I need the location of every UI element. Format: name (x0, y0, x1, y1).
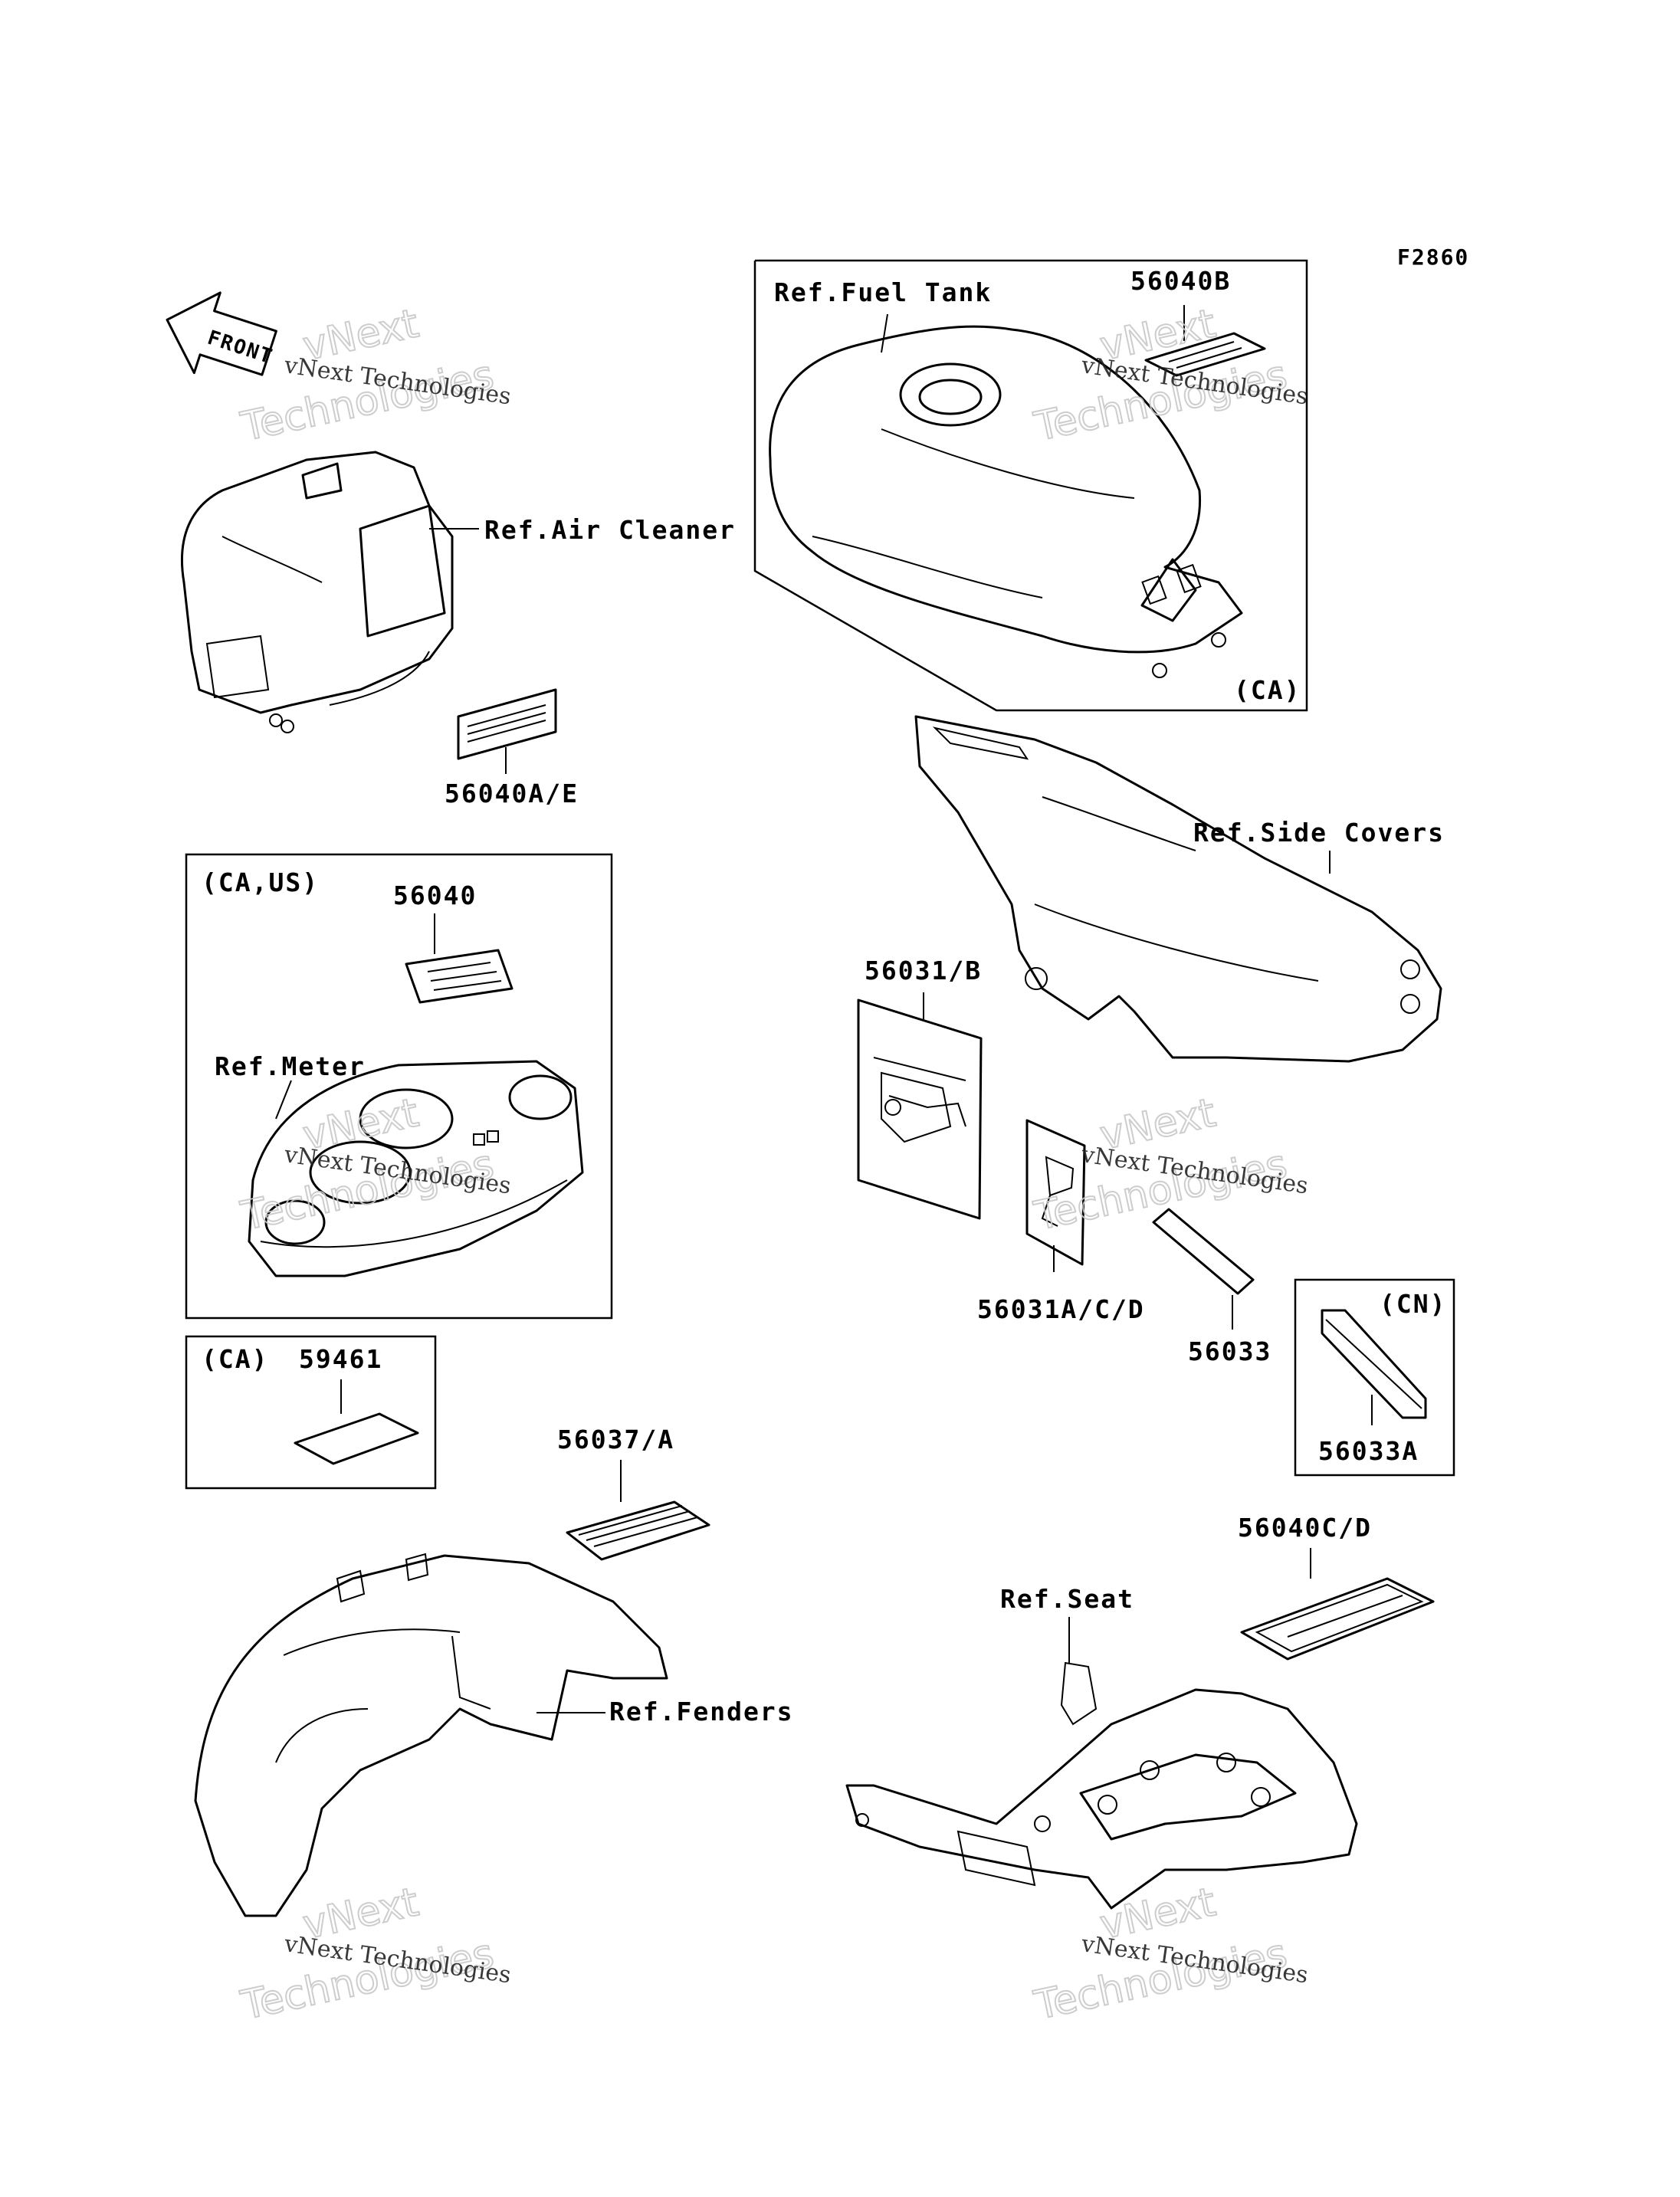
part-56033a-label: 56033A (1318, 1436, 1419, 1466)
ref-air-cleaner-label: Ref.Air Cleaner (484, 515, 736, 545)
cn-label: (CN) (1380, 1289, 1446, 1319)
watermark-bottom-right: vNext Technologies vNext Technologies (1029, 1878, 1310, 2029)
ref-fenders-label: Ref.Fenders (609, 1697, 794, 1726)
decal-56040ae (457, 688, 557, 774)
part-56040ae-label: 56040A/E (445, 779, 579, 808)
part-56031acd-label: 56031A/C/D (977, 1294, 1145, 1324)
decal-56033 (1152, 1208, 1255, 1330)
part-56040-label: 56040 (393, 880, 477, 910)
fenders-drawing (194, 1553, 668, 1917)
front-arrow-icon: FRONT (166, 291, 277, 376)
fuel-tank-box: Ref.Fuel Tank 56040B (CA) (753, 259, 1308, 712)
figure-code: F2860 (1397, 244, 1469, 270)
decal-59461 (294, 1412, 419, 1465)
watermark-top-right: vNext Technologies vNext Technologies (1029, 300, 1310, 451)
decal-56031acd (1025, 1119, 1086, 1272)
decal-56040b (1144, 305, 1266, 377)
decal-56031b (857, 992, 983, 1220)
decal-56040 (405, 949, 514, 1004)
ca-us-meter-box: (CA,US) 56040 Ref.Meter (185, 853, 613, 1320)
ref-side-covers-label: Ref.Side Covers (1193, 818, 1445, 848)
decal-56040cd (1240, 1577, 1435, 1661)
part-56040cd-label: 56040C/D (1238, 1513, 1372, 1543)
ca-fuel-tank-label: (CA) (1234, 675, 1301, 705)
decal-56033a (1321, 1309, 1427, 1425)
watermark-bottom-left: vNext Technologies vNext Technologies (236, 1878, 513, 2029)
watermark-top-left: vNext Technologies vNext Technologies (236, 300, 513, 451)
ca-label: (CA) (202, 1344, 268, 1374)
ref-seat-label: Ref.Seat (1000, 1584, 1134, 1614)
decal-56037a (566, 1500, 710, 1561)
part-56037a-label: 56037/A (557, 1425, 674, 1454)
ca-59461-box: (CA) 59461 (185, 1335, 437, 1490)
ca-us-label: (CA,US) (202, 867, 319, 897)
fuel-tank-drawing (769, 313, 1243, 678)
part-59461-label: 59461 (299, 1344, 382, 1374)
ref-meter-label: Ref.Meter (215, 1051, 366, 1081)
side-covers-drawing (914, 715, 1442, 1063)
air-cleaner-drawing (180, 451, 479, 733)
part-56031b-label: 56031/B (865, 956, 982, 985)
part-56040b-label: 56040B (1130, 266, 1231, 296)
part-56033-label: 56033 (1188, 1336, 1271, 1366)
ref-fuel-tank-label: Ref.Fuel Tank (774, 277, 992, 307)
cn-box: (CN) 56033A (1294, 1278, 1455, 1477)
meter-drawing (248, 1060, 584, 1277)
seat-drawing (845, 1661, 1358, 1910)
